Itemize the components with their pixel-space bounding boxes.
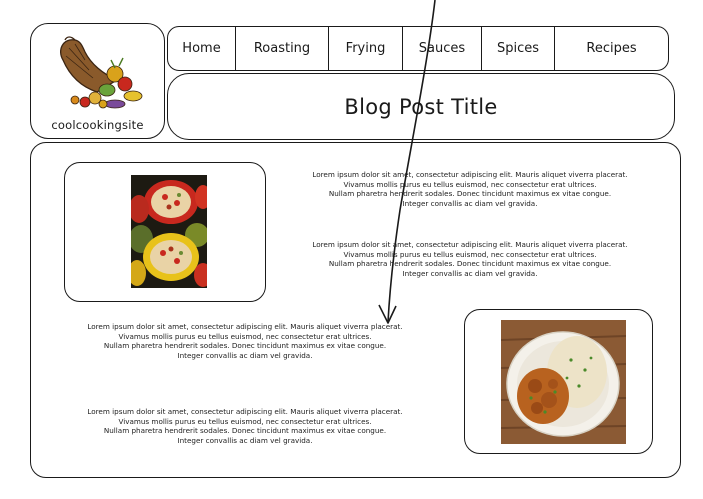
nav-item-roasting[interactable]: Roasting xyxy=(236,27,329,70)
paragraph-1: Lorem ipsum dolor sit amet, consectetur … xyxy=(312,170,628,208)
stuffed-peppers-photo xyxy=(131,175,207,288)
nav-item-spices[interactable]: Spices xyxy=(482,27,555,70)
logo-text: coolcookingsite xyxy=(51,118,144,132)
nav-item-recipes[interactable]: Recipes xyxy=(586,41,637,56)
nav-item-home[interactable]: Home xyxy=(168,27,236,70)
curry-rice-photo xyxy=(501,320,626,444)
paragraph-4: Lorem ipsum dolor sit amet, consectetur … xyxy=(87,407,403,445)
nav-item-sauces[interactable]: Sauces xyxy=(403,27,482,70)
title-banner: Blog Post Title xyxy=(167,73,675,140)
site-logo[interactable]: coolcookingsite xyxy=(30,23,165,139)
page-title: Blog Post Title xyxy=(344,94,498,119)
paragraph-3: Lorem ipsum dolor sit amet, consectetur … xyxy=(87,322,403,360)
main-nav: Home Roasting Frying Sauces Spices Recip… xyxy=(167,26,669,71)
cornucopia-icon xyxy=(60,36,143,109)
nav-item-frying[interactable]: Frying xyxy=(329,27,403,70)
paragraph-2: Lorem ipsum dolor sit amet, consectetur … xyxy=(312,240,628,278)
